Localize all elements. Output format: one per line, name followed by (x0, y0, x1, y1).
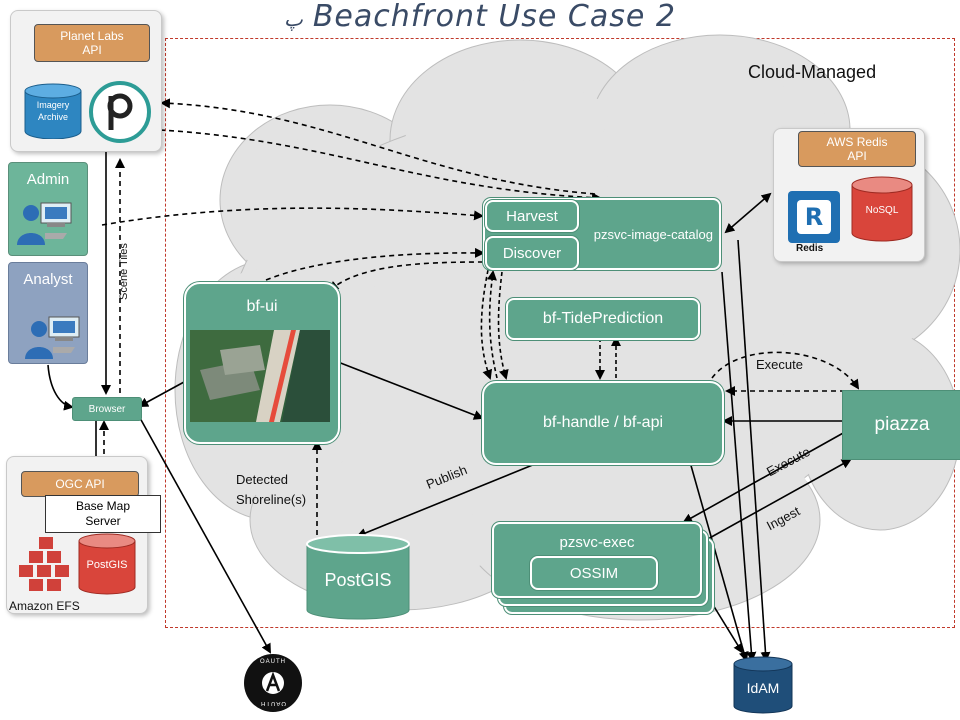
edge-ui-to-handle (337, 361, 484, 420)
redis-label: Redis (796, 243, 824, 254)
planet-labs-panel: Planet Labs API Imagery Archive (10, 10, 162, 152)
ogc-api-label: OGC API (21, 471, 139, 497)
idam-label: IdAM (746, 680, 780, 696)
analyst-label: Analyst (23, 271, 73, 288)
aws-redis-panel: AWS Redis API R Redis NoSQL (773, 128, 925, 262)
edge-exec-to-idam (709, 599, 744, 654)
database-icon (851, 176, 913, 242)
user-computer-icon (17, 202, 72, 245)
user-computer-icon (25, 316, 80, 359)
admin-actor: Admin (8, 162, 88, 256)
database-icon (733, 656, 793, 714)
amazon-efs-label: Amazon EFS (9, 599, 80, 613)
oauth-top-text: OAUTH (260, 659, 286, 665)
edge-handle-to-postgis (356, 461, 541, 538)
ossim-node[interactable]: OSSIM (530, 556, 658, 590)
edge-catalog-to-planet (160, 98, 596, 195)
imagery-archive-label: Imagery Archive (36, 100, 70, 122)
edge-ui-to-discover (265, 247, 485, 281)
admin-label: Admin (26, 171, 70, 188)
edge-discover-to-ui (328, 261, 484, 292)
planet-p-icon (107, 93, 133, 130)
oauth-logo-icon[interactable]: OAUTH OAUTH (244, 654, 302, 712)
analyst-actor: Analyst (8, 262, 88, 364)
cloud-managed-region (165, 38, 955, 628)
postgis-main-label: PostGIS (324, 570, 392, 590)
title-text: Beachfront Use Case 2 (312, 0, 676, 34)
bf-ui-label: bf-ui (246, 298, 278, 315)
oauth-bottom-text: OAUTH (260, 700, 286, 706)
oauth-a-icon (262, 671, 284, 694)
bf-tideprediction-node[interactable]: bf-TidePrediction (506, 298, 700, 340)
edge-piazza-to-exec (682, 431, 846, 523)
discover-node[interactable]: Discover (485, 236, 579, 270)
edge-admin-to-harvest (101, 207, 484, 226)
edge-catalog-to-idam (721, 271, 757, 662)
edge-discover-to-handle-1 (480, 269, 493, 380)
edge-analyst-to-browser (47, 364, 74, 411)
shoreline-image (190, 330, 330, 422)
nosql-label: NoSQL (865, 205, 899, 216)
planet-logo-icon (89, 81, 151, 143)
piazza-node[interactable]: piazza (842, 390, 960, 460)
edge-planet-to-catalog (159, 129, 602, 203)
edge-exec-to-piazza (705, 459, 852, 541)
scene-tiles-label: Scene Tiles (118, 243, 130, 300)
pzsvc-exec-label: pzsvc-exec (559, 534, 635, 551)
planet-labs-api-label: Planet Labs API (34, 24, 150, 62)
browser-node[interactable]: Browser (72, 397, 142, 421)
edge-ui-to-browser (138, 381, 185, 407)
database-icon (24, 83, 82, 140)
page-title: پ Beachfront Use Case 2 (0, 0, 960, 34)
edge-execute-arc (711, 351, 860, 390)
title-glyph: پ (284, 7, 303, 31)
edge-catalog-to-idam-2 (737, 239, 771, 662)
edge-discover-to-handle-2 (497, 271, 509, 380)
aws-redis-api-label: AWS Redis API (798, 131, 916, 167)
edge-catalog-redis (724, 192, 772, 234)
bf-handle-node[interactable]: bf-handle / bf-api (482, 381, 724, 465)
ogc-postgis-db: PostGIS (77, 533, 137, 595)
edge-handle-to-idam (689, 461, 749, 662)
harvest-node[interactable]: Harvest (485, 200, 579, 232)
base-map-server: Base Map Server (45, 495, 161, 533)
detected-shoreline-label: Detected Shoreline(s) (236, 472, 307, 507)
idam-db[interactable]: IdAM (733, 656, 793, 714)
nosql-db: NoSQL (850, 175, 914, 243)
redis-logo-icon: R (788, 191, 840, 243)
edge-browser-to-oauth (139, 417, 271, 654)
ogc-panel: OGC API Base Map Server PostGIS Amazon E… (6, 456, 161, 614)
aws-efs-icon (19, 537, 69, 591)
database-icon (306, 534, 410, 620)
database-icon (78, 533, 136, 595)
imagery-archive: Imagery Archive (23, 83, 83, 140)
ogc-postgis-label: PostGIS (86, 559, 128, 571)
image-catalog-label: pzsvc-image-catalog (593, 226, 713, 242)
cloud-label: Cloud-Managed (748, 62, 877, 82)
postgis-main-db[interactable]: PostGIS (306, 534, 410, 620)
execute-top-label: Execute (756, 357, 803, 372)
